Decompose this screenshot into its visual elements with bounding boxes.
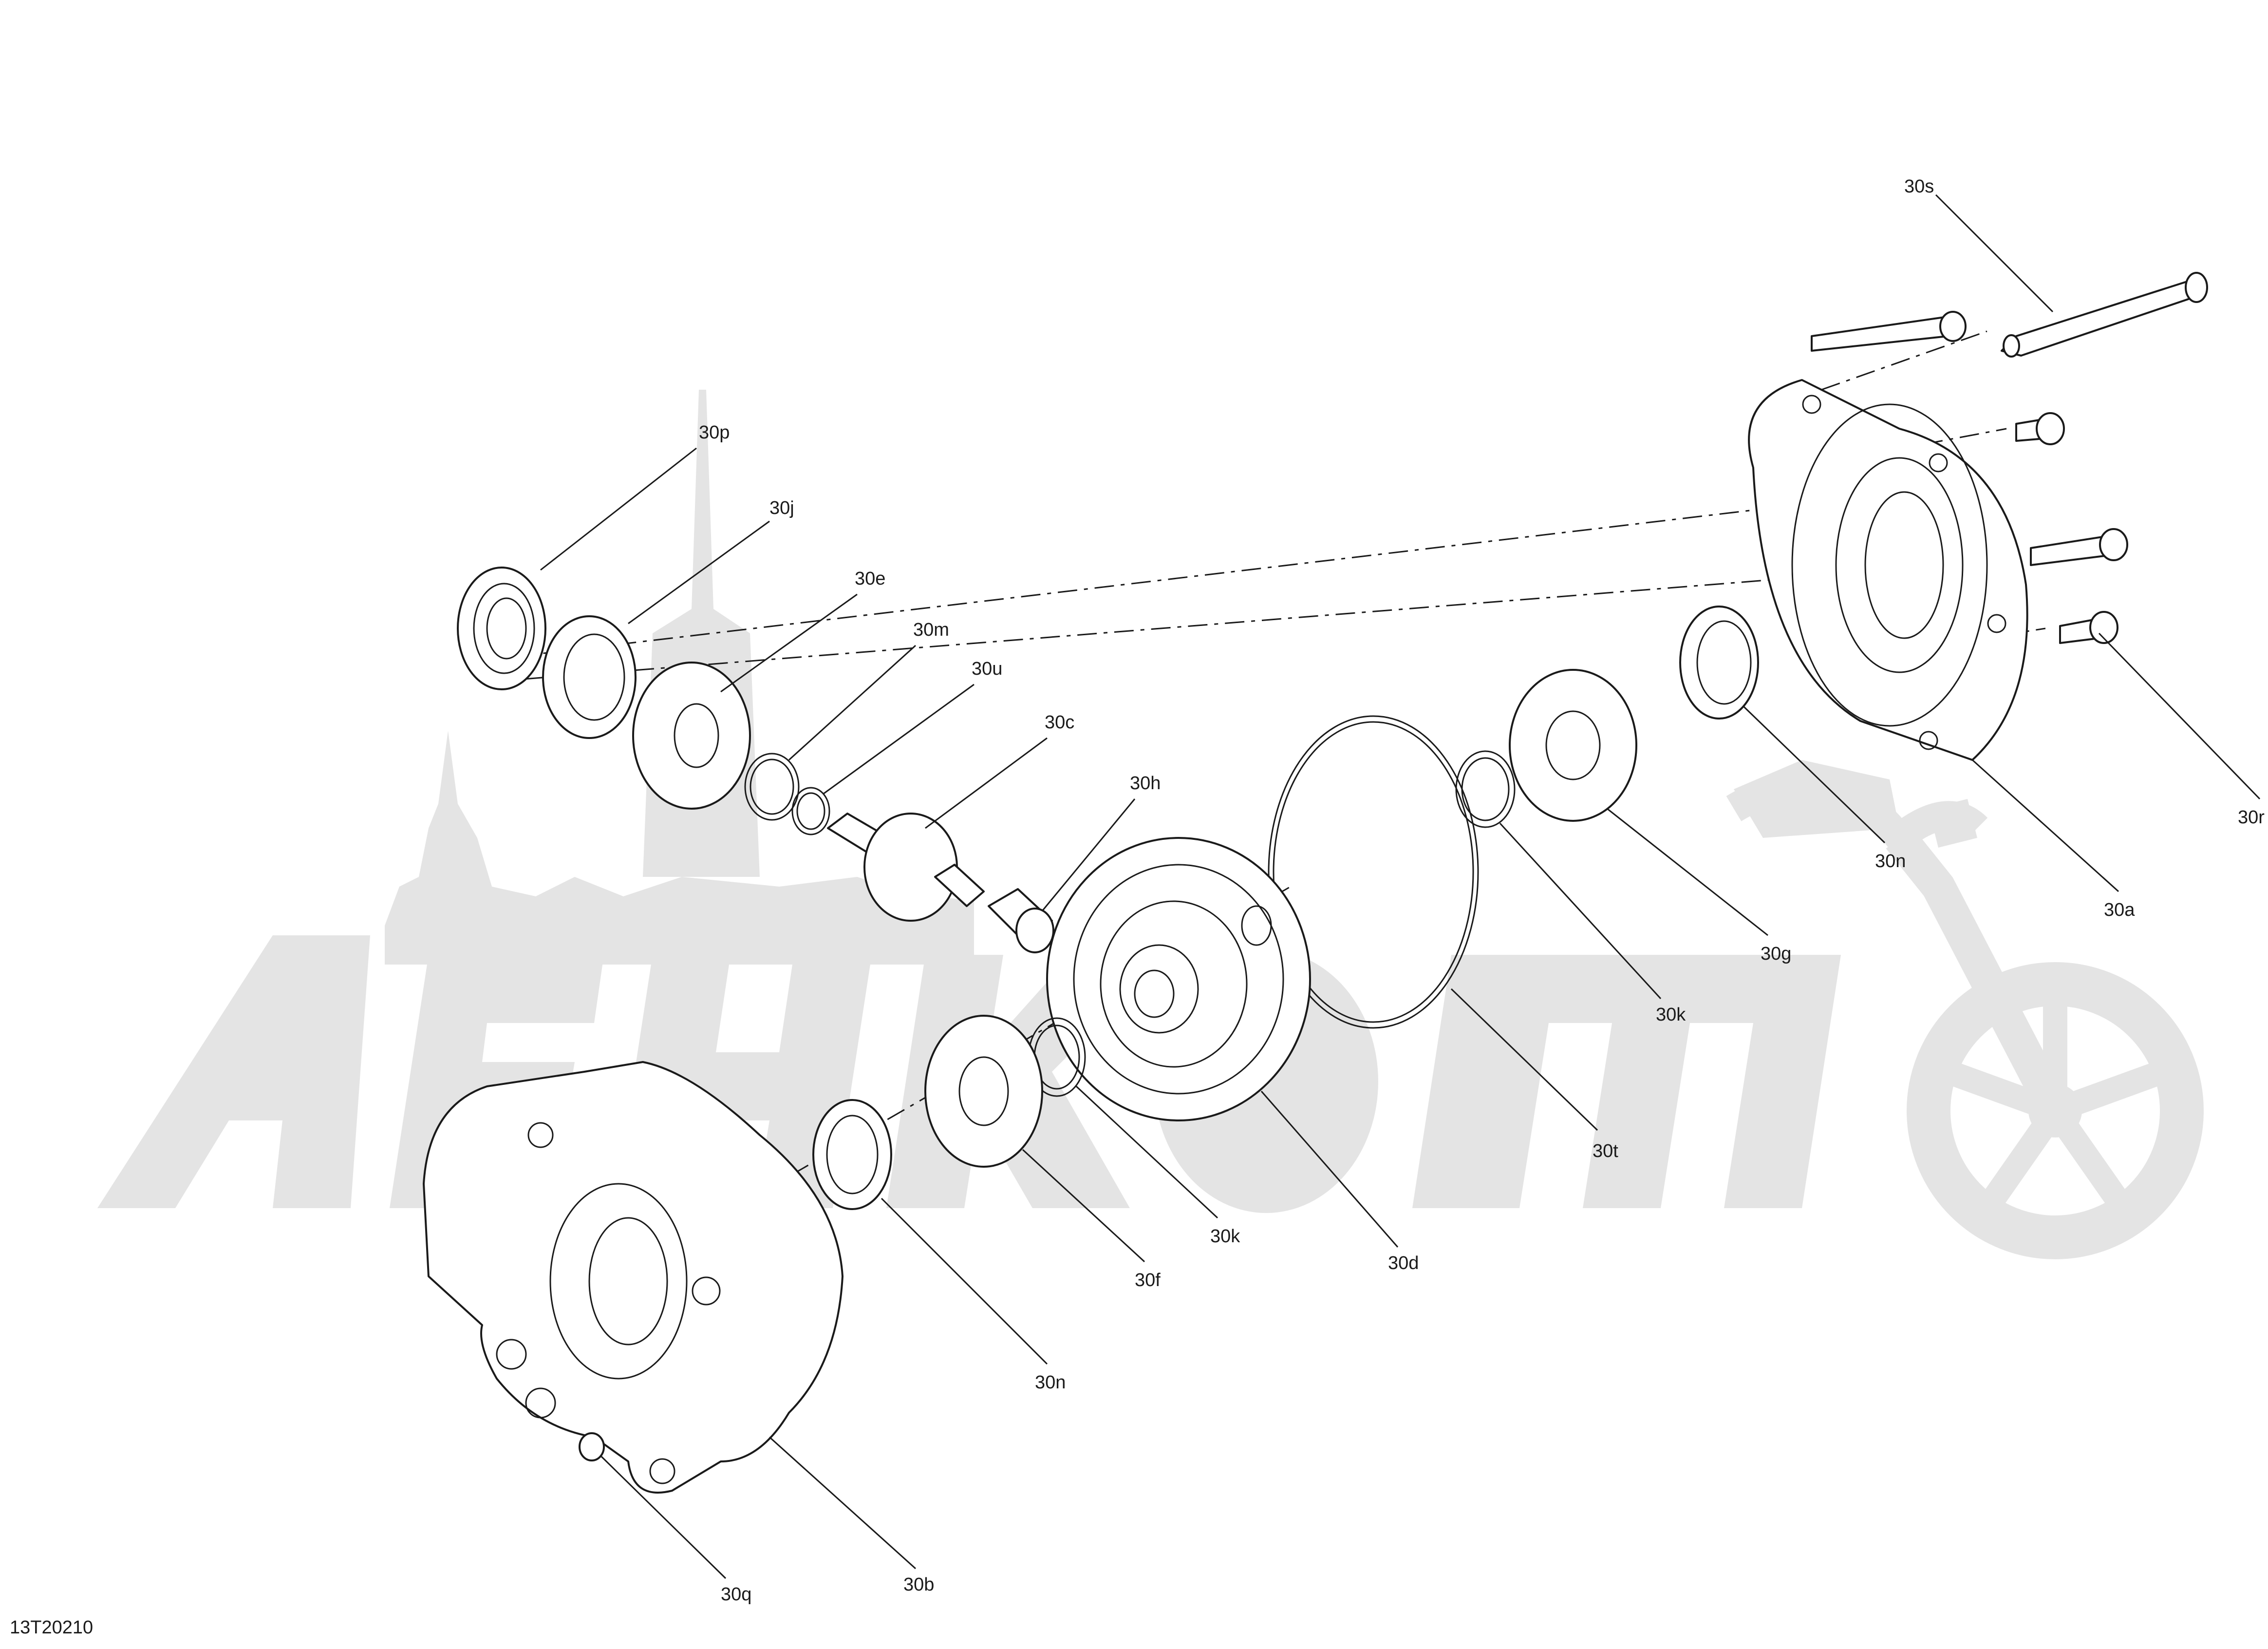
- part-30b-housing: [423, 1061, 843, 1494]
- callout-30s: 30s: [1904, 176, 1934, 197]
- short-bolt-2: [2015, 412, 2065, 445]
- callout-30k-upper: 30k: [1656, 1005, 1686, 1025]
- watermark-letter-6: [1412, 955, 1841, 1208]
- callout-30u: 30u: [972, 659, 1002, 679]
- part-30g-bearing: [1509, 669, 1637, 822]
- leader-30m: [788, 644, 917, 761]
- part-30h-sleeve: [988, 888, 1054, 953]
- callout-30r: 30r: [2238, 807, 2265, 828]
- part-30q-plug: [579, 1432, 605, 1461]
- watermark-letter-1: [97, 935, 370, 1208]
- callout-30g: 30g: [1761, 944, 1791, 964]
- callout-30q: 30q: [721, 1584, 751, 1605]
- leader-30a: [1971, 759, 2119, 892]
- part-30f-bearing: [924, 1015, 1043, 1168]
- part-30p-seal: [457, 567, 546, 690]
- callout-30t: 30t: [1593, 1141, 1618, 1161]
- part-30u-ring: [791, 787, 830, 835]
- part-30r-short-bolts: [1811, 311, 2128, 644]
- part-30n-upper-seal: [1679, 606, 1759, 720]
- callout-30c: 30c: [1045, 712, 1074, 733]
- leader-30n-lower: [881, 1197, 1048, 1365]
- part-30n-lower-seal: [812, 1099, 892, 1210]
- callout-30j: 30j: [769, 498, 794, 518]
- callout-30a: 30a: [2104, 900, 2135, 920]
- leader-30f: [1022, 1149, 1145, 1263]
- leader-30s: [1935, 194, 2054, 313]
- callout-30d: 30d: [1388, 1253, 1419, 1273]
- watermark-wheel-spoke-3: [2045, 1103, 2134, 1215]
- leader-30k-upper: [1499, 822, 1662, 1000]
- callout-30n-upper: 30n: [1875, 851, 1906, 872]
- leader-30u: [823, 683, 975, 795]
- part-30c-shaft: [827, 813, 985, 922]
- leader-30c: [925, 737, 1048, 829]
- watermark-lamp: [1929, 799, 1977, 848]
- part-30a-housing-cover: [1748, 379, 2028, 761]
- part-30e-bearing: [632, 662, 751, 810]
- callout-30h: 30h: [1130, 773, 1161, 794]
- diagram-id: 13T20210: [10, 1617, 94, 1638]
- leader-30q: [600, 1456, 727, 1579]
- part-30s-long-bolt: [2001, 272, 2208, 358]
- part-30j-roller-bearing: [542, 615, 637, 739]
- leader-30b: [768, 1436, 917, 1570]
- leader-30d: [1260, 1091, 1399, 1248]
- callout-30k-lower: 30k: [1210, 1226, 1240, 1247]
- callout-30p: 30p: [699, 422, 730, 443]
- leader-30g: [1607, 808, 1768, 936]
- leader-30n-upper: [1743, 705, 1886, 844]
- callout-30f: 30f: [1135, 1270, 1161, 1290]
- callout-30b: 30b: [903, 1574, 934, 1595]
- leader-30e: [720, 593, 858, 693]
- leader-30t: [1450, 988, 1598, 1131]
- part-30t-oring: [1268, 715, 1479, 1029]
- axis-main: [506, 506, 1783, 659]
- leader-30j: [628, 520, 770, 625]
- callout-labels: 30s 30p 30j 30e 30m 30u 30c 30h 30r 30n …: [699, 176, 2265, 1605]
- watermark-wheel-spoke-4: [1977, 1103, 2065, 1215]
- part-30d-gear: [1046, 837, 1311, 1121]
- watermark-wheel-outer: [1907, 962, 2204, 1259]
- short-bolt-1: [1811, 311, 1967, 352]
- watermark-fork: [1886, 827, 2071, 1119]
- leader-lines: [540, 194, 2261, 1579]
- leader-30p: [540, 447, 697, 571]
- callout-30e: 30e: [855, 569, 885, 589]
- watermark-tank: [1734, 760, 1899, 838]
- leader-30r: [2098, 632, 2261, 800]
- axis-bolt-1: [1821, 330, 1987, 391]
- leader-30h: [1041, 798, 1136, 911]
- short-bolt-4: [2059, 611, 2118, 644]
- callout-30n-lower: 30n: [1035, 1372, 1066, 1393]
- part-30k-upper-ring: [1455, 750, 1516, 828]
- part-30m-ring: [744, 753, 800, 821]
- watermark-skyline: [385, 731, 974, 965]
- callout-30m: 30m: [913, 620, 949, 640]
- leader-30k-lower: [1075, 1085, 1218, 1219]
- watermark-wheel-spoke-2: [2051, 1060, 2167, 1122]
- short-bolt-3: [2030, 528, 2128, 566]
